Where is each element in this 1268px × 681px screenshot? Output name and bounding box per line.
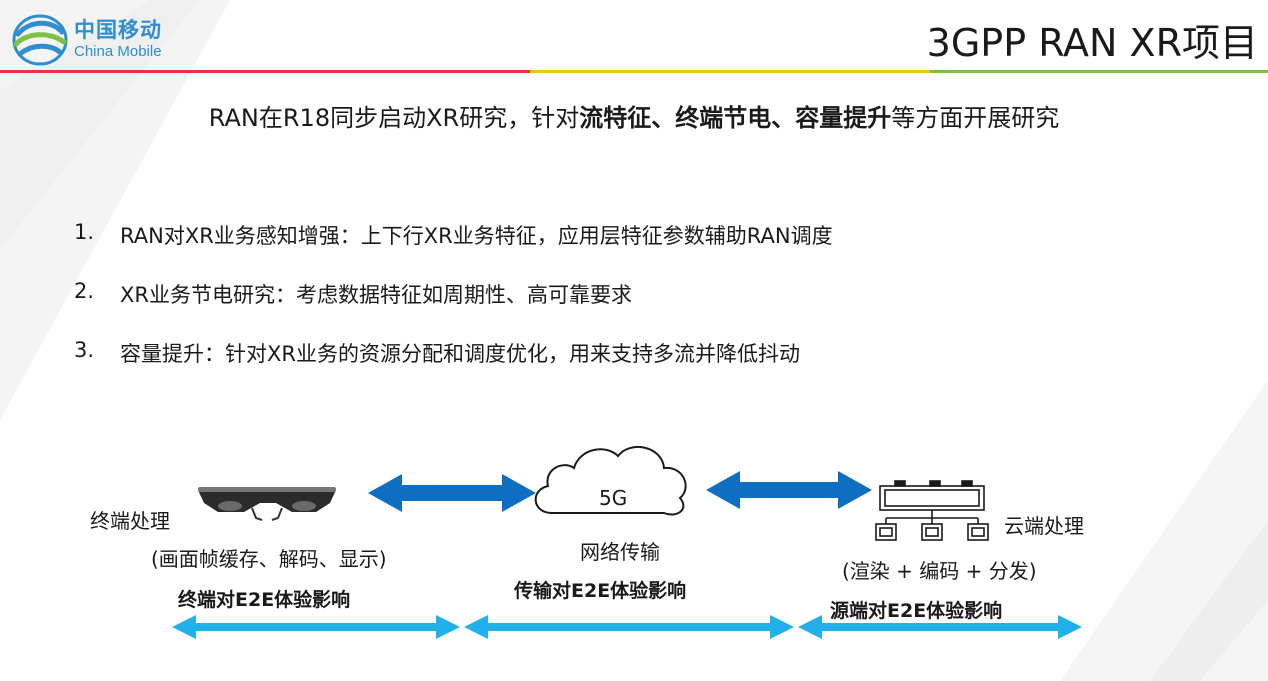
network-arrow-left [368, 474, 536, 512]
terminal-impact-arrow [172, 615, 460, 639]
list-item-number: 2. [74, 279, 95, 303]
server-impact-label: 源端对E2E体验影响 [830, 600, 1003, 622]
server-icon [875, 480, 989, 541]
list-item: 3. 容量提升：针对XR业务的资源分配和调度优化，用来支持多流并降低抖动 [74, 338, 833, 374]
list-item-number: 1. [74, 220, 95, 244]
network-arrow-right [706, 471, 872, 509]
list-item-text: 容量提升：针对XR业务的资源分配和调度优化，用来支持多流并降低抖动 [120, 342, 800, 366]
china-mobile-logo: 中国移动 China Mobile [10, 10, 210, 70]
list-item-text: RAN对XR业务感知增强：上下行XR业务特征，应用层特征参数辅助RAN调度 [120, 224, 833, 248]
list-item-text: XR业务节电研究：考虑数据特征如周期性、高可靠要求 [120, 283, 632, 307]
server-detail: (渲染 + 编码 + 分发) [842, 559, 1037, 583]
header-divider [0, 70, 1268, 73]
subtitle: RAN在R18同步启动XR研究，针对流特征、终端节电、容量提升等方面开展研究 [0, 98, 1268, 133]
cloud-5g-label: 5G [599, 486, 628, 510]
subtitle-suffix: 等方面开展研究 [891, 104, 1060, 132]
terminal-detail: (画面帧缓存、解码、显示) [151, 547, 387, 571]
list-item: 1. RAN对XR业务感知增强：上下行XR业务特征，应用层特征参数辅助RAN调度 [74, 220, 833, 256]
server-label: 云端处理 [1004, 514, 1084, 538]
source-impact-arrow [798, 615, 1082, 639]
list-item-number: 3. [74, 338, 95, 362]
china-mobile-logo-icon [12, 14, 68, 66]
list-item: 2. XR业务节电研究：考虑数据特征如周期性、高可靠要求 [74, 279, 833, 315]
5g-cloud-icon [534, 446, 687, 516]
vr-glasses-icon [198, 487, 336, 521]
subtitle-prefix: RAN在R18同步启动XR研究，针对 [208, 104, 580, 132]
research-list: 1. RAN对XR业务感知增强：上下行XR业务特征，应用层特征参数辅助RAN调度… [74, 220, 833, 397]
network-label: 网络传输 [580, 540, 660, 564]
subtitle-bold: 流特征、终端节电、容量提升 [579, 104, 892, 132]
logo-english-text: China Mobile [74, 43, 162, 60]
page-title: 3GPP RAN XR项目 [926, 21, 1258, 65]
terminal-impact-label: 终端对E2E体验影响 [178, 589, 351, 611]
logo-chinese-text: 中国移动 [74, 18, 162, 42]
terminal-label: 终端处理 [90, 509, 170, 533]
transport-impact-arrow [464, 615, 794, 639]
network-impact-label: 传输对E2E体验影响 [514, 580, 687, 602]
